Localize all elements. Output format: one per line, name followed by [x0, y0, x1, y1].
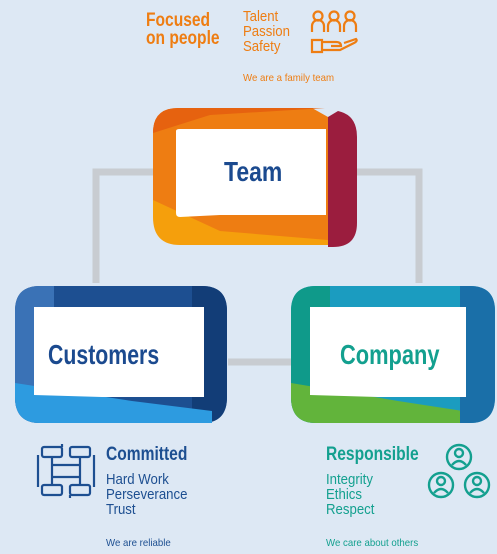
top-heading: Focused on people [146, 10, 220, 49]
team-circle-icon [427, 443, 491, 499]
right-tagline: We care about others [326, 537, 419, 549]
left-tagline: We are reliable [106, 537, 171, 549]
top-value-1: Talent [243, 8, 279, 25]
left-value-3: Trust [106, 501, 136, 518]
left-heading: Committed [106, 444, 188, 465]
left-value-2: Perseverance [106, 486, 188, 503]
team-label: Team [224, 156, 283, 187]
right-value-3: Respect [326, 501, 375, 518]
top-values: Talent Passion Safety [243, 9, 290, 54]
right-values: Integrity Ethics Respect [326, 472, 374, 517]
people-hand-icon [310, 10, 358, 54]
company-label: Company [340, 339, 440, 370]
left-values: Hard Work Perseverance Trust [106, 472, 187, 517]
team-bubble [153, 108, 357, 247]
company-bubble [291, 286, 495, 423]
customers-bubble [15, 286, 227, 423]
top-value-3: Safety [243, 38, 281, 55]
right-value-2: Ethics [326, 486, 362, 503]
right-heading: Responsible [326, 444, 419, 465]
top-value-2: Passion [243, 23, 290, 40]
left-value-1: Hard Work [106, 471, 169, 488]
right-value-1: Integrity [326, 471, 373, 488]
customers-label: Customers [48, 339, 160, 370]
top-tagline: We are a family team [243, 72, 335, 84]
interlocking-hands-icon [36, 444, 96, 498]
